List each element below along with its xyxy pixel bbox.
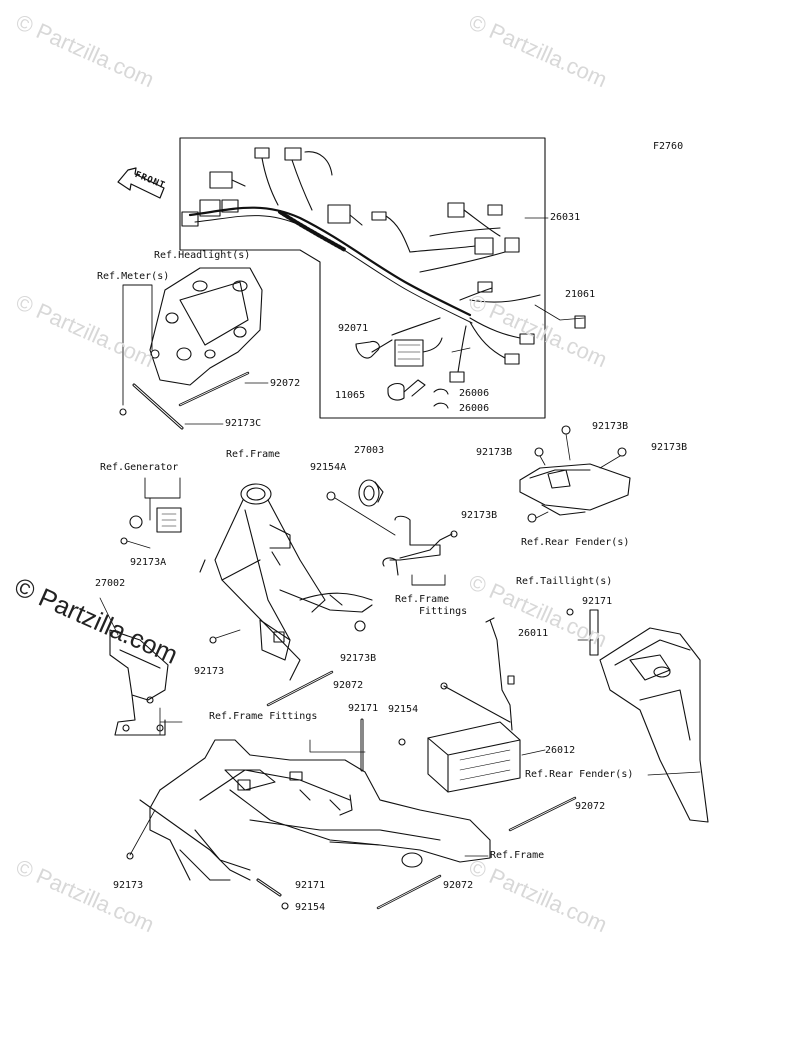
battery-26012 bbox=[427, 721, 521, 793]
label-27003: 27003 bbox=[354, 445, 385, 456]
label-92173b: 92173B bbox=[340, 653, 377, 664]
label-26031: 26031 bbox=[550, 212, 581, 223]
label-92173: 92173 bbox=[113, 880, 144, 891]
label-92154a: 92154A bbox=[310, 462, 347, 473]
main-harness-26031 bbox=[181, 147, 541, 383]
label-92071: 92071 bbox=[338, 323, 369, 334]
label-92072: 92072 bbox=[333, 680, 364, 691]
figure-code: F2760 bbox=[653, 141, 684, 152]
label-92154: 92154 bbox=[388, 704, 419, 715]
horn-27003 bbox=[326, 479, 458, 576]
part-11065 bbox=[387, 382, 405, 401]
main-frame-lower bbox=[126, 739, 491, 881]
label-92154: 92154 bbox=[295, 902, 326, 913]
label-ref-frame-fittings: Ref.Frame bbox=[395, 594, 450, 605]
label-11065: 11065 bbox=[335, 390, 366, 401]
label-26006: 26006 bbox=[459, 403, 490, 414]
label-21061: 21061 bbox=[565, 289, 596, 300]
label-ref-frame-fittings-2: Fittings bbox=[419, 606, 468, 617]
label-92173b: 92173B bbox=[476, 447, 513, 458]
front-frame bbox=[199, 483, 373, 681]
rear-fender-right bbox=[566, 608, 709, 823]
label-ref-frame: Ref.Frame bbox=[226, 449, 281, 460]
generator-ref bbox=[120, 477, 182, 549]
label-26006: 26006 bbox=[459, 388, 490, 399]
label-26011: 26011 bbox=[518, 628, 549, 639]
bolt-92173-middle bbox=[209, 620, 366, 644]
label-92072: 92072 bbox=[443, 880, 474, 891]
harness-group-frame bbox=[179, 137, 546, 419]
label-92173: 92173 bbox=[194, 666, 225, 677]
label-ref-rear-fender: Ref.Rear Fender(s) bbox=[521, 537, 630, 548]
label-92173a: 92173A bbox=[130, 557, 167, 568]
label-ref-generator: Ref.Generator bbox=[100, 462, 179, 473]
label-92072: 92072 bbox=[575, 801, 606, 812]
label-92171: 92171 bbox=[348, 703, 379, 714]
label-26012: 26012 bbox=[545, 745, 576, 756]
label-ref-meter: Ref.Meter(s) bbox=[97, 271, 170, 282]
label-92171: 92171 bbox=[582, 596, 613, 607]
label-ref-rear-fender: Ref.Rear Fender(s) bbox=[525, 769, 634, 780]
label-ref-headlight: Ref.Headlight(s) bbox=[154, 250, 251, 261]
label-92173b: 92173B bbox=[651, 442, 688, 453]
cable-26011 bbox=[440, 617, 515, 731]
label-ref-taillight: Ref.Taillight(s) bbox=[516, 576, 613, 587]
label-92072: 92072 bbox=[270, 378, 301, 389]
part-26006b bbox=[433, 402, 449, 409]
label-ref-frame: Ref.Frame bbox=[490, 850, 545, 861]
rear-fender-upper bbox=[519, 425, 631, 523]
headlight-bracket bbox=[149, 267, 263, 386]
label-92171: 92171 bbox=[295, 880, 326, 891]
label-92173b: 92173B bbox=[592, 421, 629, 432]
label-92173b: 92173B bbox=[461, 510, 498, 521]
label-ref-frame-fittings: Ref.Frame Fittings bbox=[209, 711, 318, 722]
label-92173c: 92173C bbox=[225, 418, 262, 429]
part-26006a bbox=[433, 388, 449, 395]
part-92071 bbox=[355, 341, 380, 359]
front-arrow-icon bbox=[117, 167, 165, 199]
label-27002: 27002 bbox=[95, 578, 126, 589]
part-21061 bbox=[574, 315, 586, 329]
